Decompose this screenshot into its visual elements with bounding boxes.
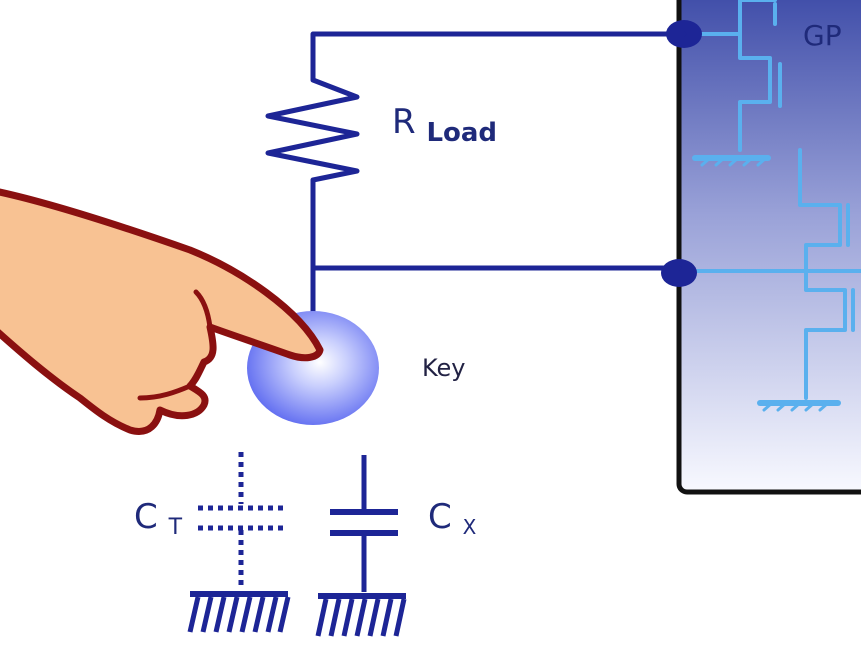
finger-knuckle — [137, 383, 193, 401]
key-label: Key — [422, 354, 466, 382]
cx-ground-hatch — [315, 598, 407, 637]
resistor-label-main: R — [392, 102, 416, 142]
ct-label: C T — [134, 497, 183, 540]
wires — [310, 31, 687, 323]
ct-ground-hatch — [187, 596, 291, 633]
cx-label-main: C — [428, 497, 452, 537]
cx-symbol — [330, 455, 398, 592]
ct-symbol — [198, 452, 284, 588]
chip-block: GP — [661, 0, 861, 495]
cx-label-sub: X — [463, 515, 477, 539]
ct-label-sub: T — [168, 515, 183, 540]
finger-illustration — [0, 188, 324, 435]
ct-label-main: C — [134, 497, 158, 537]
resistor-symbol — [265, 70, 360, 185]
capacitor-cx: C X — [315, 455, 477, 637]
chip-pin-sense — [661, 259, 697, 287]
capacitor-ct: C T — [134, 452, 291, 633]
cx-label: C X — [428, 497, 477, 539]
chip-circuit-bottom — [694, 148, 861, 412]
chip-body — [676, 0, 861, 495]
top-wire — [310, 31, 687, 73]
finger-crease — [193, 289, 213, 330]
chip-circuit-top — [692, 0, 782, 167]
resistor-label: R Load — [392, 102, 497, 148]
load-resistor: R Load — [265, 70, 497, 185]
resistor-label-sub: Load — [426, 118, 497, 148]
chip-label: GP — [803, 19, 842, 52]
